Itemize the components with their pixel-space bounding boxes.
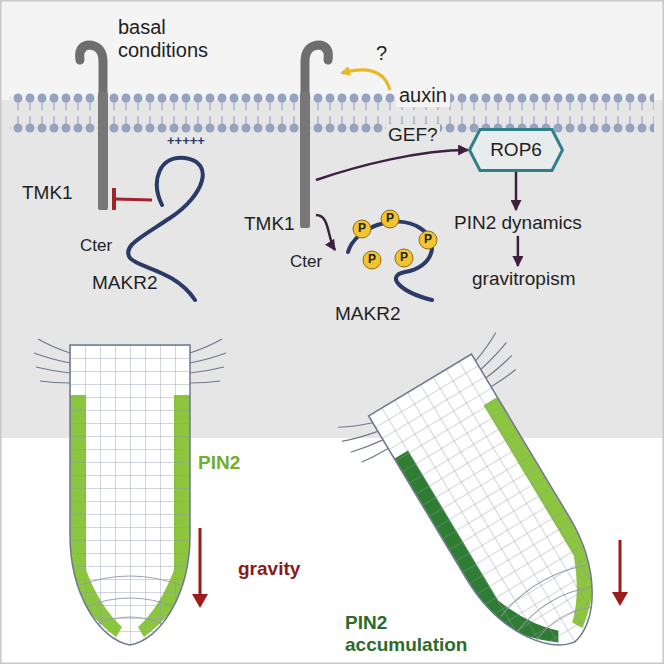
auxin-label: auxin xyxy=(396,84,450,107)
connector-arrow xyxy=(316,150,468,180)
auxin-arrow xyxy=(342,70,390,90)
connector-arrow xyxy=(316,215,335,250)
accumulation-label: PIN2 accumulation xyxy=(345,612,470,656)
hexagon-shape xyxy=(470,130,563,171)
node-text: ROP6 xyxy=(490,139,542,161)
connector-arrow xyxy=(517,236,520,266)
edge-label: GEF? xyxy=(386,124,440,146)
phospho-mark: P xyxy=(424,233,432,247)
receptor-node: TMK1 xyxy=(244,165,316,235)
gravity-arrow xyxy=(192,528,208,608)
gravity-arrow xyxy=(612,540,628,606)
process-text: PIN2 dynamics xyxy=(450,210,586,236)
node-text: gravitropism xyxy=(472,268,575,290)
node-text: MAKR2 xyxy=(335,303,400,325)
phospho-mark: P xyxy=(400,251,408,265)
inhibition-arrow xyxy=(114,188,152,210)
question-mark: ? xyxy=(376,42,387,65)
phosphate-circles xyxy=(353,210,437,269)
tmk1-receptor xyxy=(300,45,328,228)
hexagon-node: ROP6 xyxy=(468,128,564,172)
phospho-mark: P xyxy=(358,222,366,236)
connector-arrow xyxy=(515,172,518,210)
root-drawing xyxy=(34,339,226,645)
phospho-mark: P xyxy=(368,253,376,267)
node-text: TMK1 xyxy=(244,213,295,235)
charge-signs: +++++ xyxy=(167,134,205,149)
phospho-mark: P xyxy=(386,212,394,226)
protein-label: MAKR2 xyxy=(92,272,157,294)
terminus-label: Cter xyxy=(290,252,322,272)
extracellular-ground xyxy=(0,0,664,100)
root-drawing xyxy=(335,330,657,664)
makr2-protein xyxy=(348,222,432,300)
pin2-label: PIN2 xyxy=(198,452,240,474)
process-text: gravitropism xyxy=(468,266,579,292)
gravity-label: gravity xyxy=(238,558,300,580)
tmk1-receptor xyxy=(80,45,108,210)
protein-label: TMK1 xyxy=(22,182,73,204)
node-text: PIN2 dynamics xyxy=(454,212,582,234)
terminus-label: Cter xyxy=(80,236,112,256)
condition-label: basal conditions xyxy=(118,16,243,62)
